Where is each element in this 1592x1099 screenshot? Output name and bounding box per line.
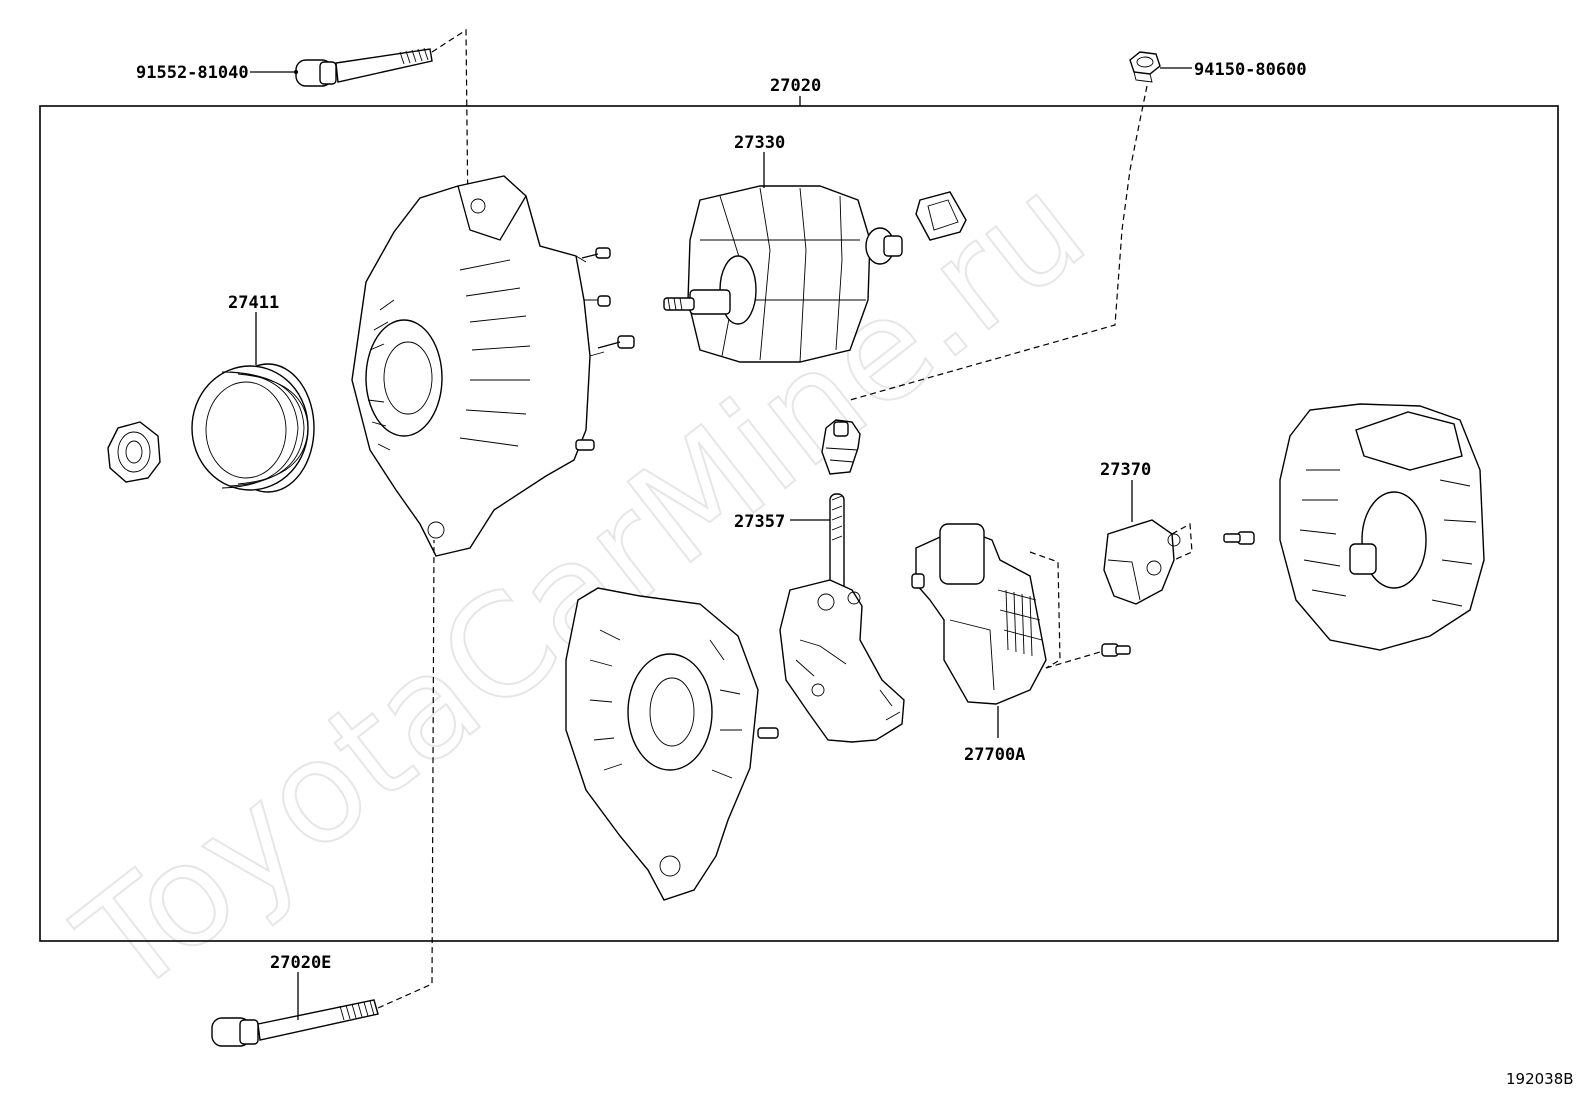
label-nut-top: 94150-80600 xyxy=(1194,60,1307,80)
bolt-top-dashed-line xyxy=(431,28,469,221)
assembly-frame xyxy=(39,105,1559,942)
label-bolt-top: 91552-81040 xyxy=(136,63,249,83)
label-rotor: 27330 xyxy=(734,133,785,153)
brush-holder-part[interactable] xyxy=(1103,519,1193,605)
label-pulley: 27411 xyxy=(228,293,279,313)
bolt-top-part[interactable] xyxy=(295,47,433,87)
nut-top-dashed-line xyxy=(849,85,1148,401)
drive-end-frame-part[interactable] xyxy=(351,175,635,557)
label-terminal-insulator: 27357 xyxy=(734,512,785,532)
rear-end-frame-part[interactable] xyxy=(565,587,779,901)
rear-cover-part[interactable] xyxy=(1279,403,1485,651)
label-bolt-bottom: 27020E xyxy=(270,953,331,973)
regulator-screw-part[interactable] xyxy=(1101,643,1131,657)
regulator-part[interactable] xyxy=(911,523,1061,705)
bolt-bottom-part[interactable] xyxy=(211,999,379,1047)
brush-holder-screw-part[interactable] xyxy=(1223,531,1255,545)
figure-number: 192038B xyxy=(1506,1070,1574,1088)
label-brush-holder: 27370 xyxy=(1100,460,1151,480)
rectifier-part[interactable] xyxy=(779,493,905,743)
bolt-bottom-dashed-line xyxy=(377,539,435,1009)
label-assembly: 27020 xyxy=(770,76,821,96)
pulley-part[interactable] xyxy=(191,363,315,493)
terminal-insulator-part[interactable] xyxy=(821,419,861,475)
regulator-screw-dashed xyxy=(1045,651,1101,669)
label-regulator: 27700A xyxy=(964,745,1025,765)
nut-top-part[interactable] xyxy=(1129,51,1161,83)
rotor-part[interactable] xyxy=(663,185,903,363)
rubber-ring-part[interactable] xyxy=(915,191,967,241)
pulley-nut-part[interactable] xyxy=(107,421,161,483)
